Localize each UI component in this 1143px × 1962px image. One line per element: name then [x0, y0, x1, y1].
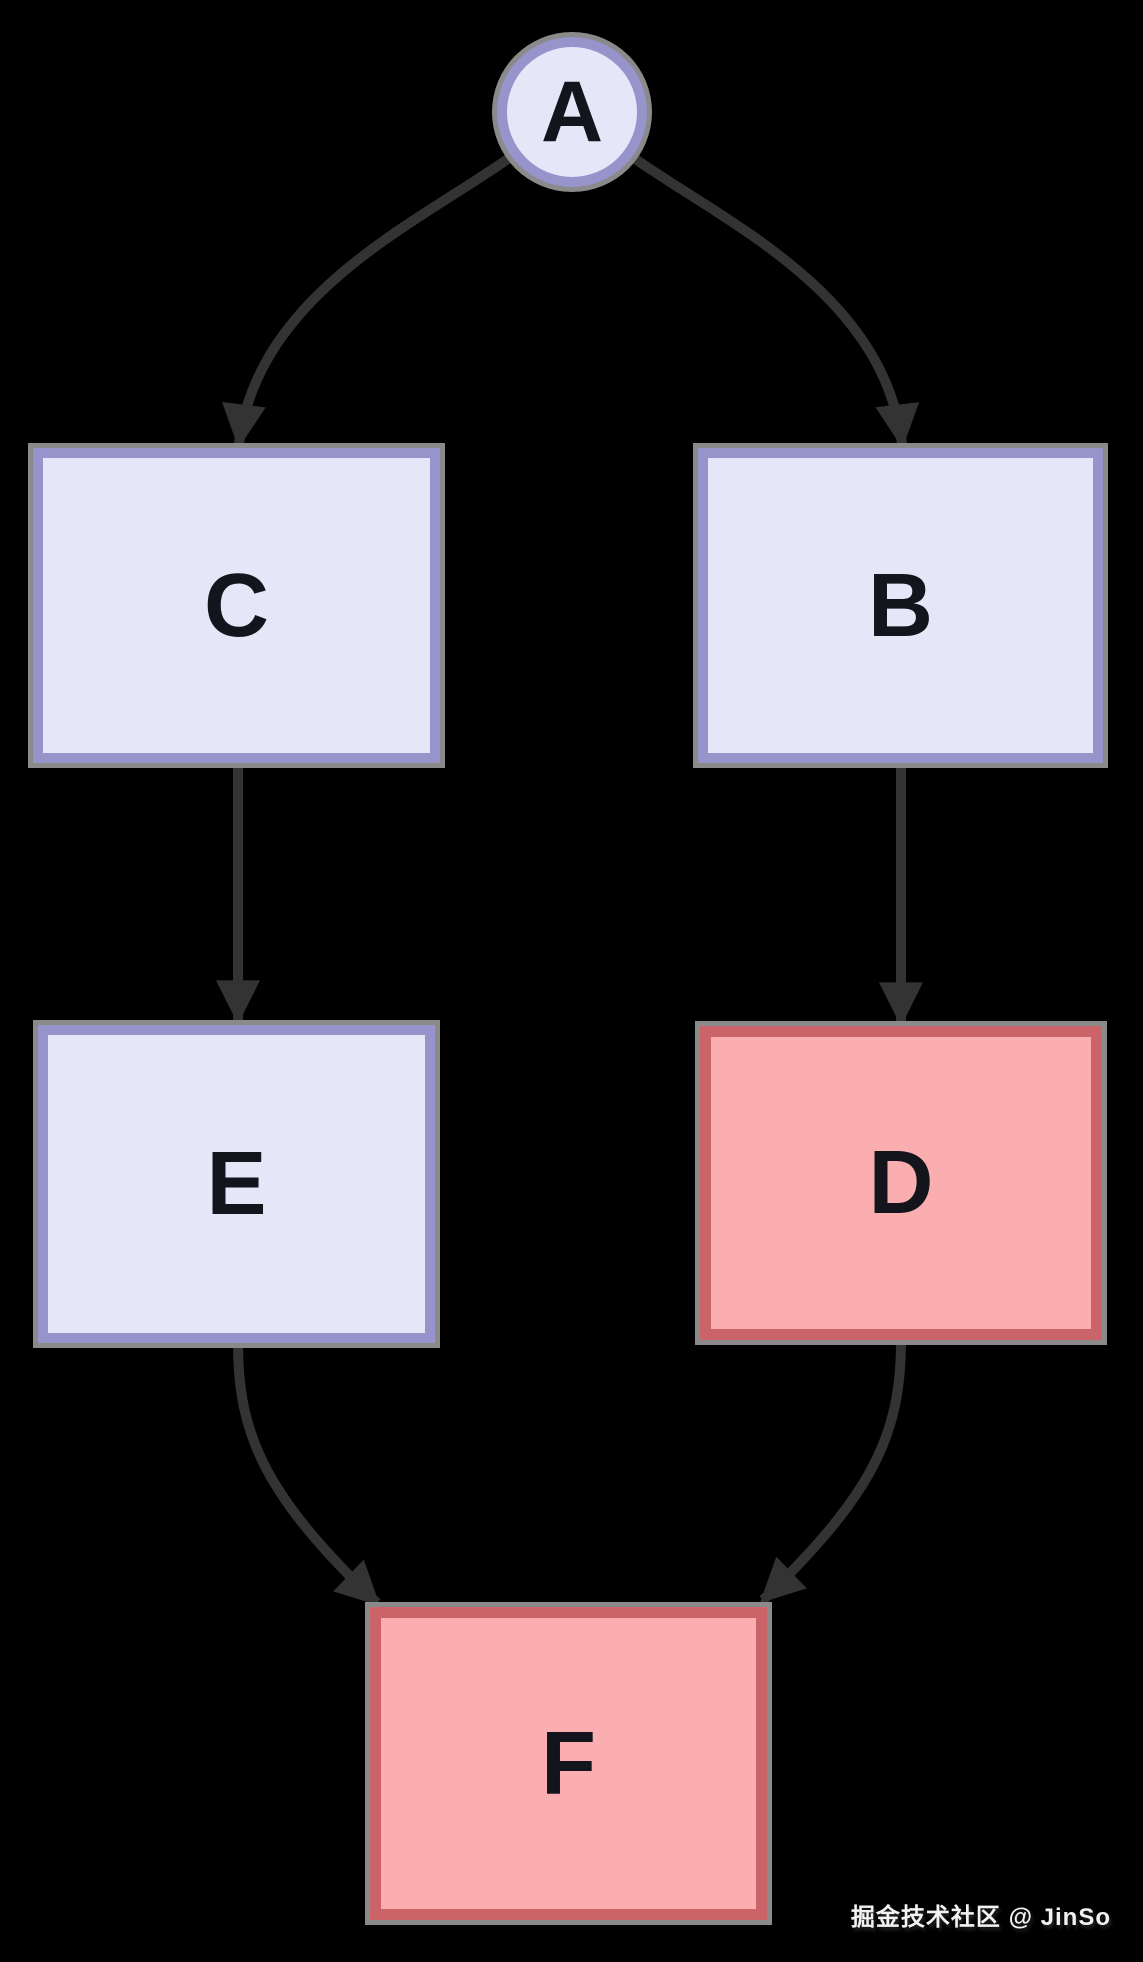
node-f-label: F [541, 1713, 596, 1814]
node-e: E [38, 1025, 435, 1343]
node-d-label: D [868, 1133, 934, 1233]
node-b: B [698, 448, 1103, 763]
node-c: C [33, 448, 440, 763]
watermark-text: 掘金技术社区 @ JinSo [850, 1904, 1111, 1931]
node-d: D [700, 1026, 1102, 1340]
node-e-label: E [206, 1134, 267, 1234]
node-c-label: C [204, 555, 269, 656]
node-f: F [370, 1607, 767, 1920]
edge-A-B [628, 151, 920, 449]
edge-A-C [222, 151, 515, 449]
node-a: A [497, 37, 647, 187]
node-a-label: A [540, 64, 604, 160]
node-b-label: B [868, 555, 933, 656]
edge-D-F [759, 1340, 906, 1604]
edge-E-F [233, 1343, 381, 1607]
